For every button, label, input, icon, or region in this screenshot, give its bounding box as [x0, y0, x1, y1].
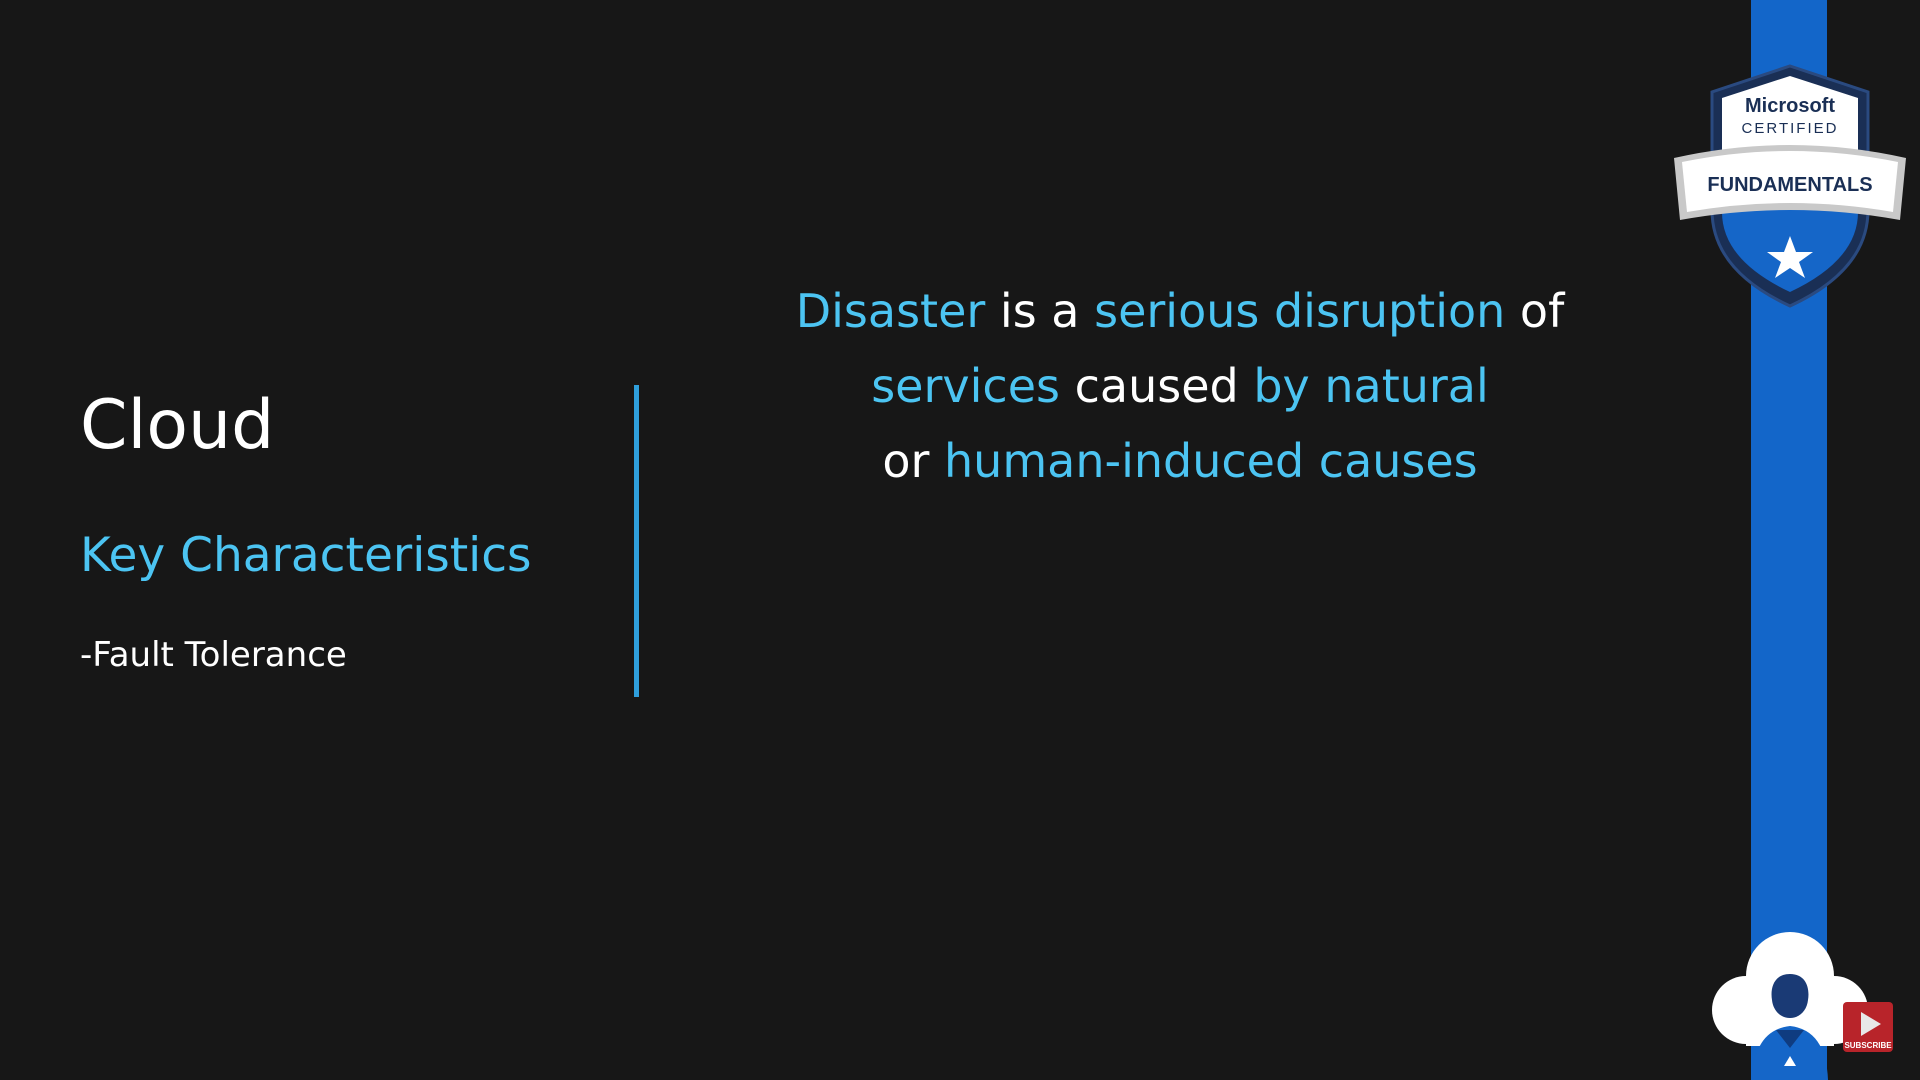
statement-phrase: caused	[1059, 359, 1254, 413]
statement-phrase: Disaster	[795, 284, 986, 338]
statement-line-1: Disaster is a serious disruption of	[700, 274, 1660, 349]
slide-title: Cloud	[80, 386, 275, 465]
statement-phrase: by natural	[1253, 359, 1489, 413]
star-icon	[1767, 236, 1813, 278]
subscribe-label: SUBSCRIBE	[1844, 1041, 1892, 1050]
badge-certified: CERTIFIED	[1742, 120, 1839, 137]
subscribe-play-icon[interactable]: SUBSCRIBE	[1843, 1002, 1893, 1052]
statement-phrase: services	[871, 359, 1060, 413]
vertical-divider	[634, 385, 639, 697]
slide-subtitle: Key Characteristics	[80, 528, 532, 583]
badge-brand: Microsoft	[1745, 95, 1835, 117]
statement-line-3: or human-induced causes	[700, 424, 1660, 499]
certification-badge-icon: Microsoft CERTIFIED FUNDAMENTALS	[1668, 60, 1912, 310]
statement-phrase: human-induced causes	[944, 434, 1478, 488]
definition-statement: Disaster is a serious disruption of serv…	[700, 274, 1660, 499]
statement-phrase: is a	[985, 284, 1095, 338]
statement-phrase: serious disruption	[1094, 284, 1506, 338]
badge-level: FUNDAMENTALS	[1707, 174, 1872, 196]
statement-phrase: or	[882, 434, 945, 488]
bullet-point: -Fault Tolerance	[80, 635, 347, 675]
statement-phrase: of	[1505, 284, 1565, 338]
statement-line-2: services caused by natural	[700, 349, 1660, 424]
cloud-avatar-icon	[1710, 926, 1870, 1080]
